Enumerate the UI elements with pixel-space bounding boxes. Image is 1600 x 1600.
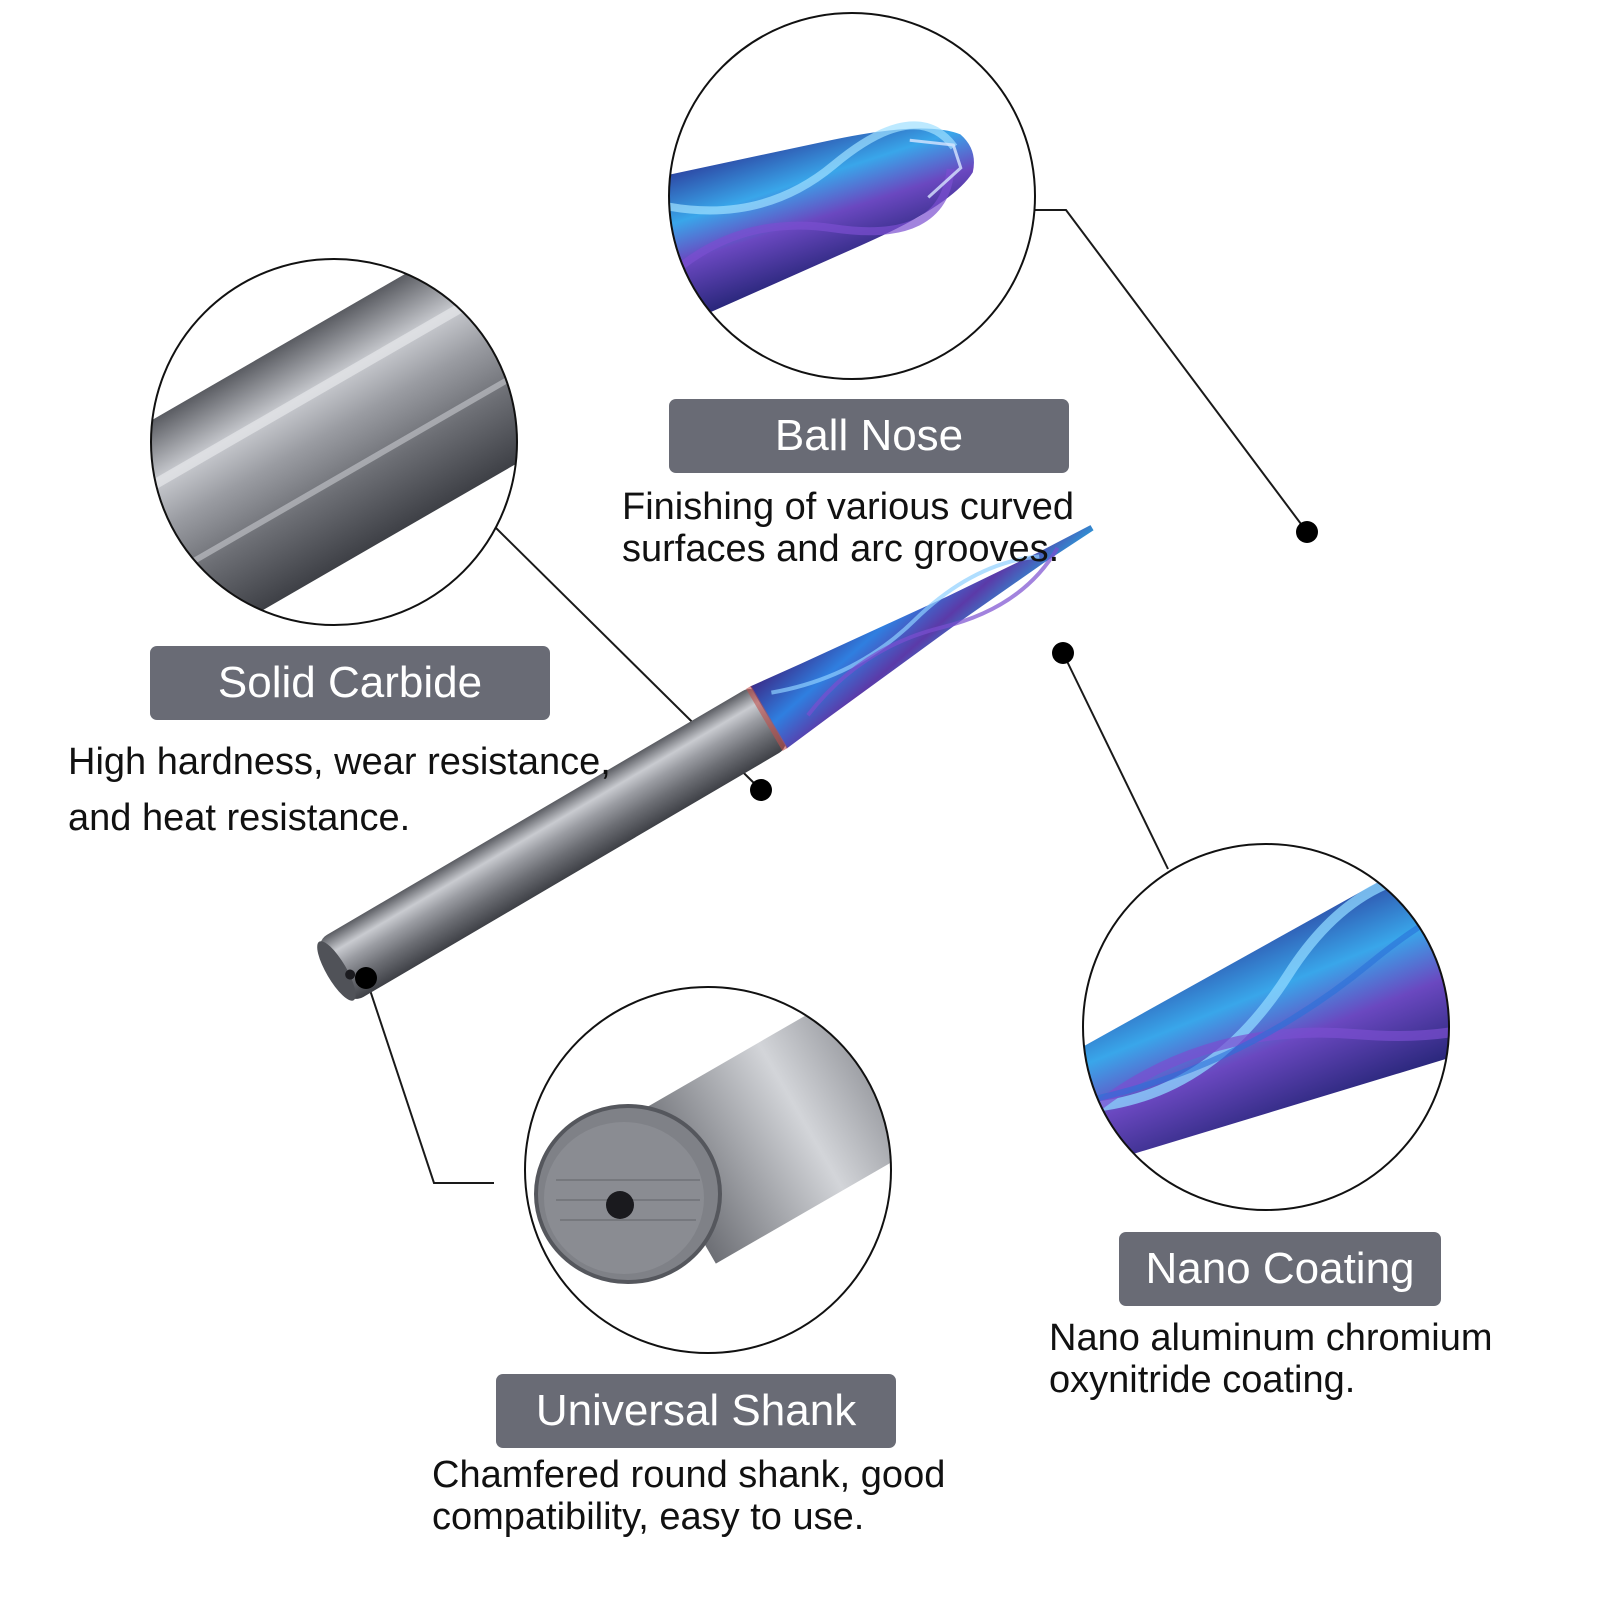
description-nano-coating-line-1: Nano aluminum chromium <box>1049 1317 1493 1359</box>
zoom-circle-ball-nose <box>668 12 1036 380</box>
label-universal-shank: Universal Shank <box>496 1374 896 1448</box>
description-universal-shank: Chamfered round shank, good compatibilit… <box>432 1454 945 1538</box>
description-ball-nose-line-2: surfaces and arc grooves. <box>622 528 1060 570</box>
label-solid-carbide: Solid Carbide <box>150 646 550 720</box>
description-universal-shank-line-2: compatibility, easy to use. <box>432 1496 865 1538</box>
anchor-dots <box>355 521 1318 989</box>
zoom-circle-solid-carbide <box>150 258 518 626</box>
description-ball-nose: Finishing of various curved surfaces and… <box>622 486 1074 570</box>
anchor-dot-universal-shank <box>355 967 377 989</box>
anchor-dot-solid-carbide <box>750 779 772 801</box>
description-solid-carbide-line-1: High hardness, wear resistance, <box>68 741 611 783</box>
anchor-dot-nano-coating <box>1052 642 1074 664</box>
leader-line-ball-nose <box>1035 209 1308 533</box>
zoom-circle-universal-shank <box>524 986 892 1354</box>
label-nano-coating: Nano Coating <box>1119 1232 1441 1306</box>
description-nano-coating-line-2: oxynitride coating. <box>1049 1359 1356 1401</box>
description-ball-nose-line-1: Finishing of various curved <box>622 486 1074 528</box>
label-ball-nose: Ball Nose <box>669 399 1069 473</box>
description-nano-coating: Nano aluminum chromium oxynitride coatin… <box>1049 1317 1493 1401</box>
end-mill-tool <box>317 525 1094 1001</box>
description-universal-shank-line-1: Chamfered round shank, good <box>432 1454 946 1496</box>
description-solid-carbide: High hardness, wear resistance, and heat… <box>68 734 611 846</box>
zoom-circle-nano-coating <box>1082 843 1450 1211</box>
leader-line-universal-shank <box>365 977 494 1184</box>
leader-line-nano-coating <box>1062 652 1169 870</box>
anchor-dot-ball-nose <box>1296 521 1318 543</box>
description-solid-carbide-line-2: and heat resistance. <box>68 797 411 839</box>
